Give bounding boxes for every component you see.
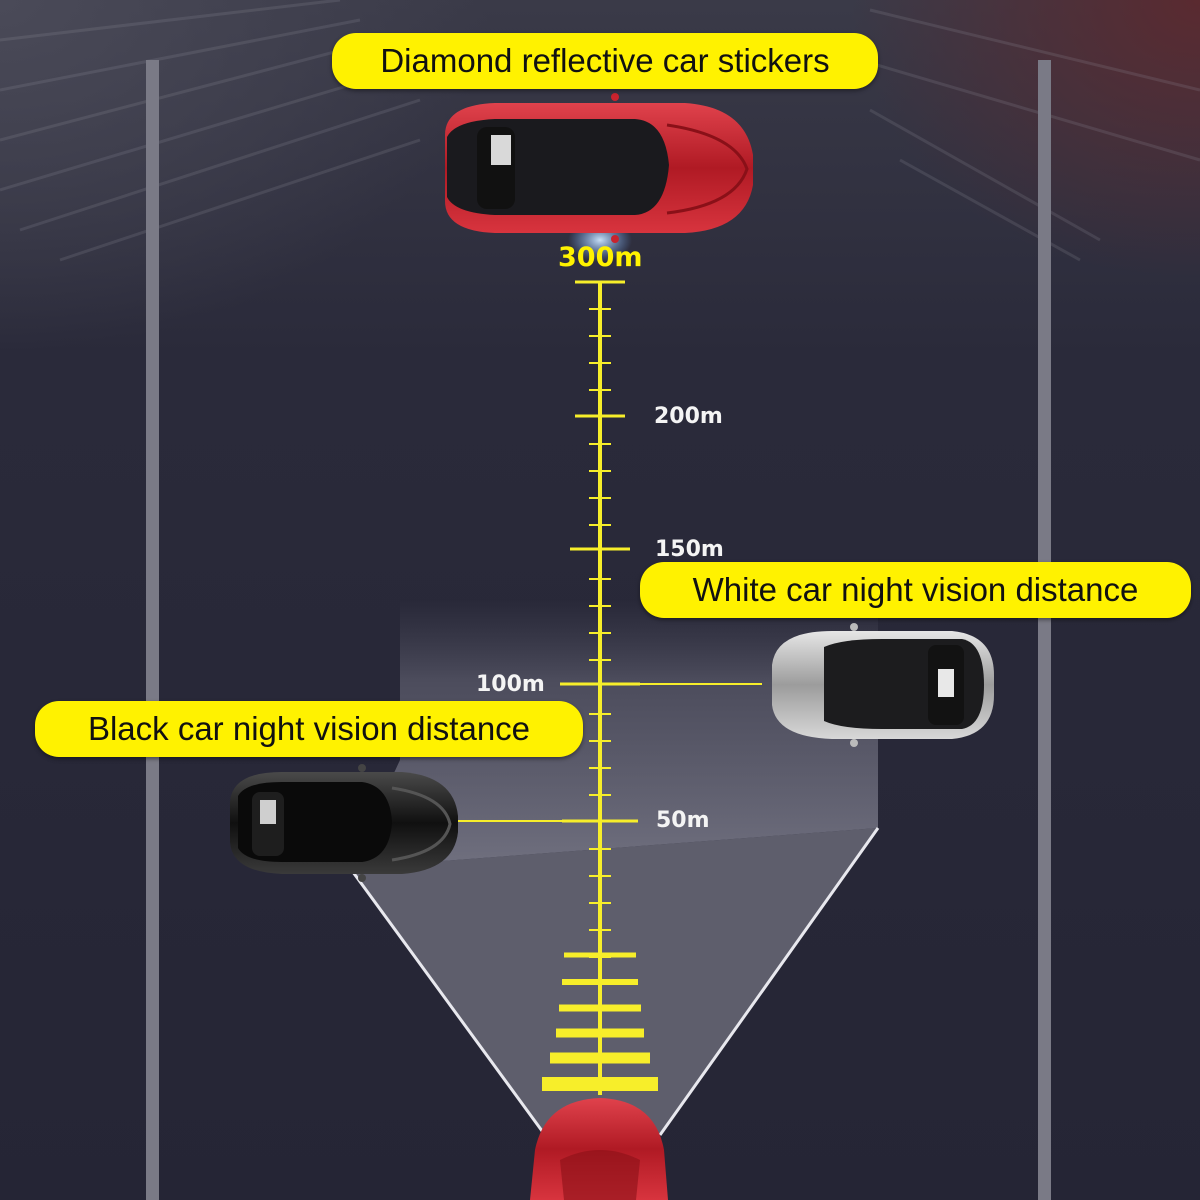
scale-major-tick (575, 280, 625, 284)
scale-tick (589, 389, 611, 391)
beam-edge-left (348, 867, 547, 1136)
scale-bar (550, 1052, 650, 1064)
scale-tick (589, 524, 611, 526)
light-streaks (0, 0, 1200, 262)
white-car-label: White car night vision distance (640, 562, 1191, 618)
bottom-red-car-icon (530, 1098, 668, 1200)
scale-tick (589, 443, 611, 445)
scale-bar (542, 1077, 658, 1091)
scale-tick (589, 929, 611, 931)
scale-tick (589, 578, 611, 580)
scale-tick (589, 767, 611, 769)
scale-tick (589, 605, 611, 607)
lane-line-right (1038, 60, 1051, 1200)
black-car-label: Black car night vision distance (35, 701, 583, 757)
distance-200-label: 200m (654, 404, 723, 429)
distance-100-label: 100m (476, 672, 545, 697)
scale-bar (562, 979, 638, 985)
black-car-icon (230, 764, 458, 882)
scale-tick (589, 794, 611, 796)
scale-bar (556, 1028, 644, 1038)
scale-tick (589, 470, 611, 472)
beam-edge-right (658, 827, 880, 1136)
scale-bar (559, 1004, 641, 1012)
scale-tick (589, 632, 611, 634)
scale-tick (589, 362, 611, 364)
scale-tick (589, 713, 611, 715)
scale-tick (589, 902, 611, 904)
headlight-beam-icon (350, 600, 878, 868)
top-label: Diamond reflective car stickers (332, 33, 878, 89)
scale-major-tick (575, 414, 625, 418)
scale-tick (589, 308, 611, 310)
scale-tick (589, 848, 611, 850)
white-car-icon (772, 623, 994, 747)
distance-150-label: 150m (655, 537, 724, 562)
scale-tick (589, 497, 611, 499)
lane-line-left (146, 60, 159, 1200)
scale-tick (589, 875, 611, 877)
distance-300-label: 300m (558, 242, 643, 273)
scale-tick (589, 740, 611, 742)
distance-50-label: 50m (656, 808, 710, 833)
scale-tick (589, 335, 611, 337)
scale-major-tick (570, 547, 630, 551)
scale-tick (589, 659, 611, 661)
scale-bar (564, 952, 636, 958)
red-car-icon (445, 93, 753, 243)
distance-scale (542, 280, 658, 1095)
